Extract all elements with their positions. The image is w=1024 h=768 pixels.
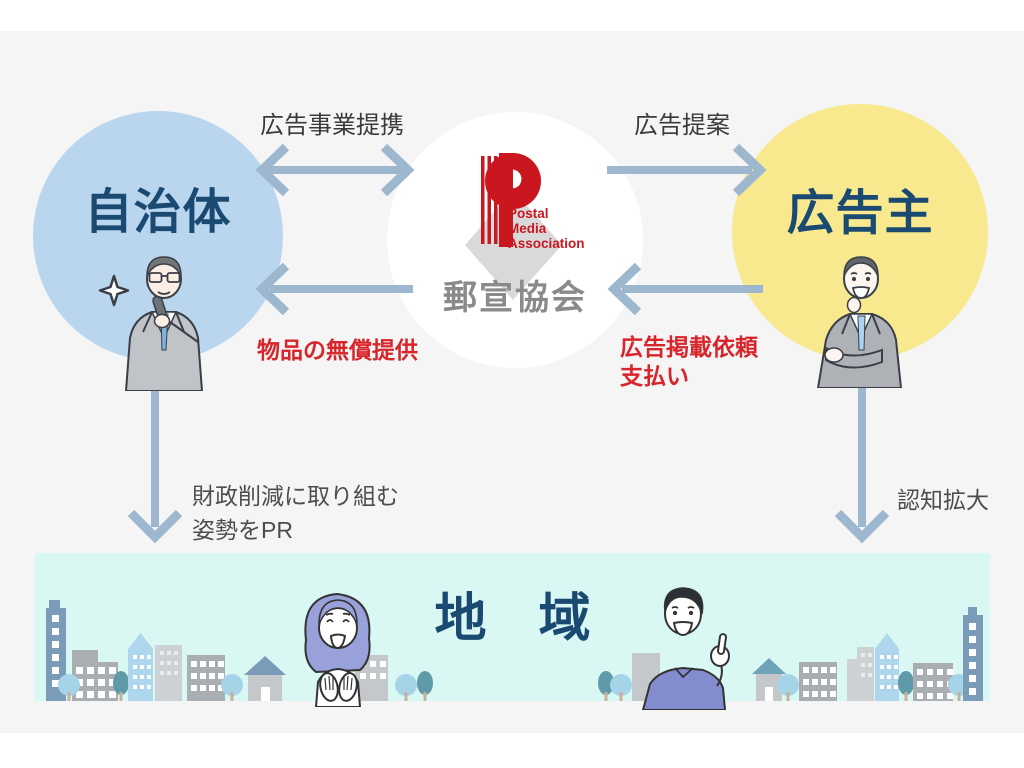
skyline-left bbox=[46, 600, 433, 701]
awareness-arrow-label: 認知拡大 bbox=[897, 487, 989, 513]
municipality-person-illustration bbox=[98, 256, 204, 391]
logo-wordmark: Postal Media Association bbox=[508, 206, 585, 251]
svg-text:Media: Media bbox=[508, 221, 547, 236]
region-title: 地 域 bbox=[434, 590, 591, 648]
svg-text:Association: Association bbox=[508, 236, 585, 251]
goods-provision-arrow-label: 物品の無償提供 bbox=[257, 337, 418, 363]
postal-media-association-logo: Postal Media Association bbox=[465, 153, 585, 300]
advertiser-person-illustration bbox=[816, 256, 903, 388]
association-title: 郵宣協会 bbox=[443, 279, 587, 317]
municipality-title: 自治体 bbox=[84, 186, 232, 239]
region-man-illustration bbox=[641, 587, 730, 710]
pr-arrow-label: 財政削減に取り組む姿勢をPR bbox=[192, 483, 399, 543]
svg-text:Postal: Postal bbox=[508, 206, 549, 221]
association-circle: Postal Media Association 郵宣協会 bbox=[387, 112, 643, 368]
advertiser-title: 広告主 bbox=[786, 187, 934, 240]
region-woman-illustration bbox=[304, 592, 371, 707]
logo-p-mark bbox=[481, 153, 541, 247]
sparkle-icon bbox=[98, 274, 130, 307]
region-band: 地 域 bbox=[35, 553, 990, 701]
skyline-right bbox=[598, 607, 983, 701]
city-skyline bbox=[46, 600, 983, 701]
proposal-arrow-label: 広告提案 bbox=[634, 112, 730, 139]
partnership-arrow-label: 広告事業提携 bbox=[260, 112, 404, 139]
placement-request-arrow-label: 広告掲載依頼支払い bbox=[620, 334, 758, 389]
